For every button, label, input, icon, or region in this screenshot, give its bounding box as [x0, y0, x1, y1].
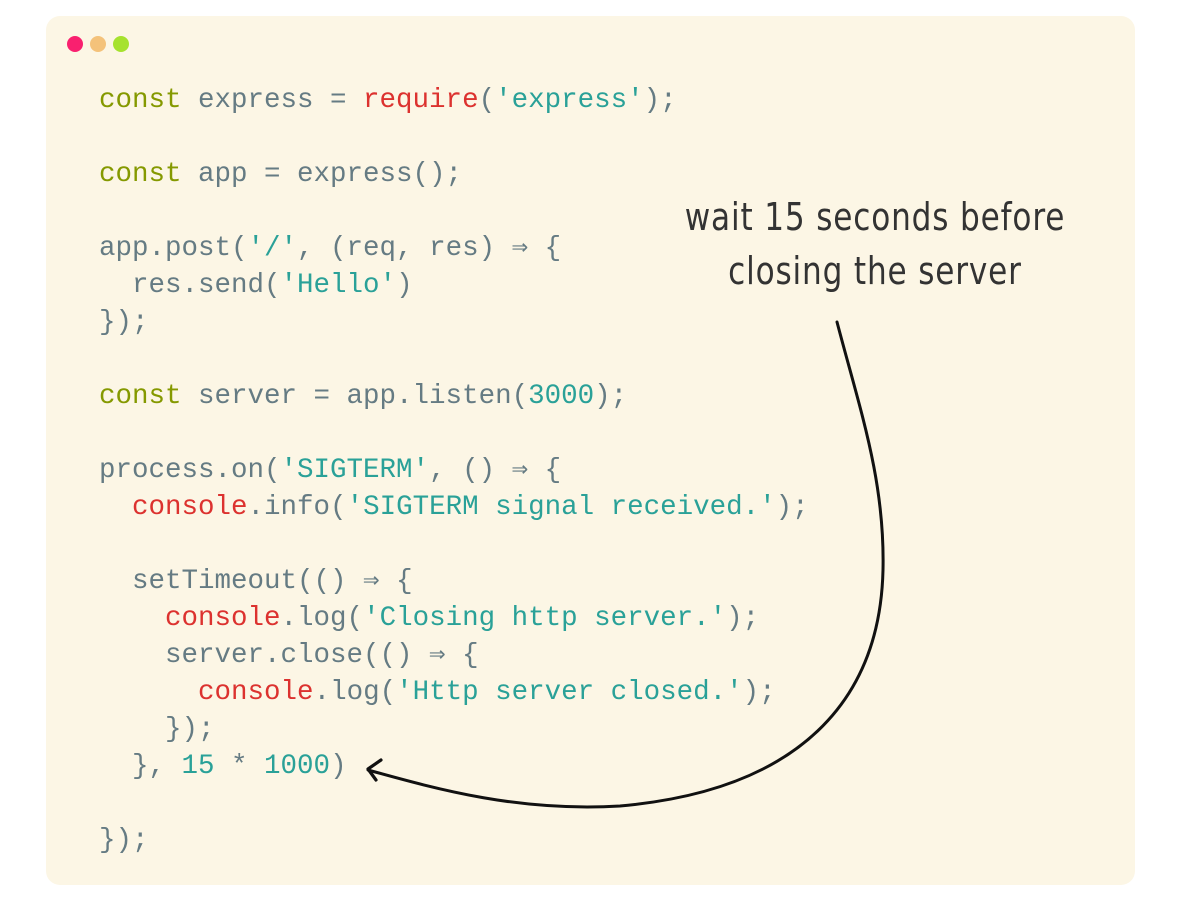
- code-token-p: .info(: [247, 492, 347, 523]
- code-token-num: 1000: [264, 751, 331, 782]
- code-token-kw: const: [99, 381, 182, 412]
- code-token-str: 'Closing http server.': [363, 603, 727, 634]
- code-line: res.send('Hello'): [99, 267, 809, 304]
- code-token-num: 15: [181, 751, 215, 782]
- code-token-str: 'Http server closed.': [396, 677, 743, 708]
- code-line: [99, 785, 809, 822]
- code-token-p: res.send(: [99, 270, 281, 301]
- code-token-p: );: [643, 85, 677, 116]
- window-controls: [67, 36, 129, 52]
- code-token-p: ): [396, 270, 413, 301]
- maximize-dot-icon: [113, 36, 129, 52]
- code-token-p: app = express();: [181, 159, 463, 190]
- code-token-p: , (req, res) ⇒ {: [297, 233, 562, 264]
- code-token-fn: console: [132, 492, 248, 523]
- code-token-p: );: [775, 492, 809, 523]
- code-token-p: });: [99, 825, 149, 856]
- code-token-p: server = app.listen(: [181, 381, 529, 412]
- code-line: server.close(() ⇒ {: [99, 637, 809, 674]
- code-token-p: ): [330, 751, 347, 782]
- code-token-p: );: [742, 677, 776, 708]
- code-line: });: [99, 304, 809, 341]
- code-line: [99, 415, 809, 452]
- handwritten-annotation: wait 15 seconds before closing the serve…: [682, 190, 1067, 298]
- code-line: console.log('Closing http server.');: [99, 600, 809, 637]
- code-line: [99, 119, 809, 156]
- code-line: });: [99, 822, 809, 859]
- code-line: const server = app.listen(3000);: [99, 378, 809, 415]
- code-line: });: [99, 711, 809, 748]
- code-token-p: [99, 677, 198, 708]
- code-token-p: .log(: [313, 677, 397, 708]
- code-token-p: app.post(: [99, 233, 248, 264]
- code-token-p: setTimeout(() ⇒ {: [99, 566, 413, 597]
- code-line: [99, 526, 809, 563]
- annotation-line-1: wait 15 seconds before: [684, 195, 1066, 239]
- code-token-p: server.close(() ⇒ {: [99, 640, 479, 671]
- code-token-p: [99, 492, 132, 523]
- code-token-fn: console: [165, 603, 281, 634]
- code-line: const app = express();: [99, 156, 809, 193]
- code-token-kw: const: [99, 159, 182, 190]
- code-token-str: 'Hello': [280, 270, 397, 301]
- code-line: setTimeout(() ⇒ {: [99, 563, 809, 600]
- code-token-fn: require: [363, 85, 479, 116]
- code-token-str: '/': [247, 233, 298, 264]
- close-dot-icon: [67, 36, 83, 52]
- code-token-p: *: [214, 751, 265, 782]
- code-token-p: );: [594, 381, 628, 412]
- code-token-num: 3000: [528, 381, 595, 412]
- code-token-kw: const: [99, 85, 182, 116]
- code-token-p: (: [478, 85, 496, 116]
- code-token-str: 'SIGTERM': [280, 455, 430, 486]
- code-token-p: express =: [181, 85, 364, 116]
- code-line: app.post('/', (req, res) ⇒ {: [99, 230, 809, 267]
- annotation-line-2: closing the server: [728, 249, 1022, 293]
- code-line: console.info('SIGTERM signal received.')…: [99, 489, 809, 526]
- code-token-p: [99, 603, 165, 634]
- code-token-p: },: [99, 751, 182, 782]
- code-token-p: );: [726, 603, 760, 634]
- code-line: console.log('Http server closed.');: [99, 674, 809, 711]
- code-line: const express = require('express');: [99, 82, 809, 119]
- code-token-p: process.on(: [99, 455, 281, 486]
- code-token-p: });: [99, 307, 149, 338]
- code-token-p: , () ⇒ {: [429, 455, 562, 486]
- code-line: process.on('SIGTERM', () ⇒ {: [99, 452, 809, 489]
- code-token-str: 'express': [495, 85, 644, 116]
- code-token-p: .log(: [280, 603, 364, 634]
- code-token-fn: console: [198, 677, 314, 708]
- code-line: [99, 341, 809, 378]
- code-window: const express = require('express');const…: [46, 16, 1135, 885]
- code-token-p: });: [99, 714, 215, 745]
- minimize-dot-icon: [90, 36, 106, 52]
- code-line: }, 15 * 1000): [99, 748, 809, 785]
- code-token-str: 'SIGTERM signal received.': [346, 492, 776, 523]
